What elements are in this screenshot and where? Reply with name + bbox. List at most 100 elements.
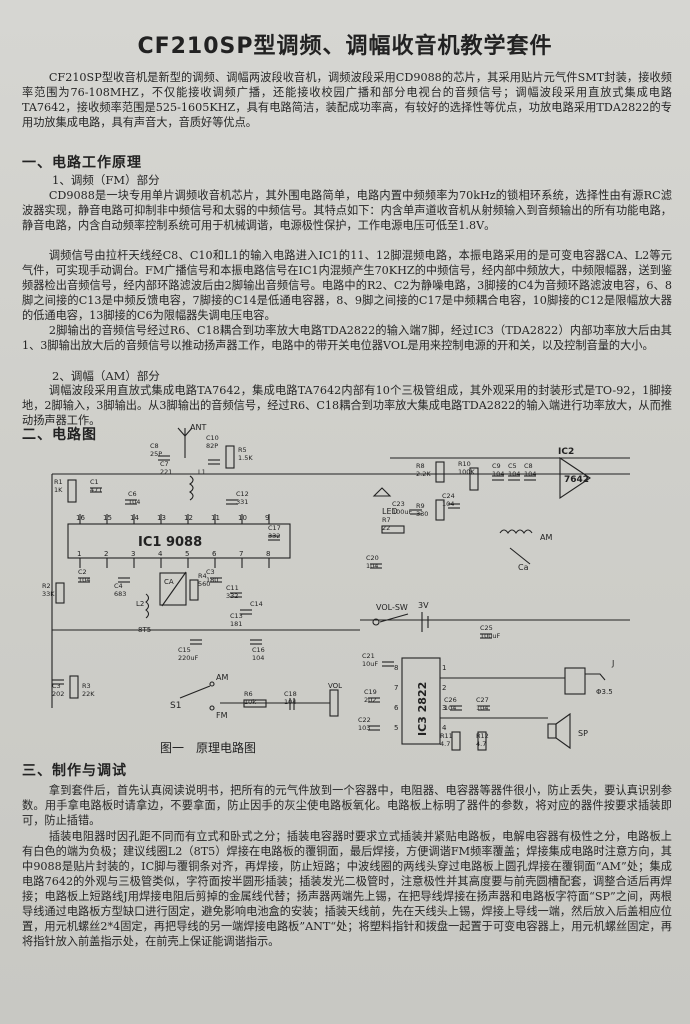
component-value: 471 [90, 486, 102, 494]
component-ref: C12 [236, 490, 249, 498]
fm-switch-label: FM [216, 711, 228, 720]
component-ref: C17 [268, 524, 281, 532]
ic1-pin-top: 16 [76, 514, 85, 522]
ic2-part: 7642 [564, 475, 589, 485]
component-value: 560 [198, 580, 210, 588]
component-ref: C18 [284, 690, 297, 698]
component-ref: R3 [82, 682, 91, 690]
component-ref: C9 [492, 462, 501, 470]
component-value: 33K [42, 590, 55, 598]
speaker-cone [555, 712, 571, 750]
vol-pot [329, 689, 339, 717]
ic3-pin-right: 3 [442, 704, 446, 712]
component-value: 330 [416, 510, 428, 518]
ic3-pin-left: 6 [394, 704, 399, 712]
component-ref: C20 [366, 554, 379, 562]
component-ref: R8 [416, 462, 425, 470]
component-ref: C11 [226, 584, 239, 592]
ic3-body [401, 657, 441, 745]
vol-sw-label: VOL-SW [376, 603, 408, 612]
am-paragraph: 调幅波段采用直放式集成电路TA7642，集成电路TA7642内部有10个三极管组… [22, 384, 672, 427]
r10-symbol [469, 467, 479, 491]
phone-jack [564, 667, 586, 695]
component-ref: C25 [480, 624, 493, 632]
fm-subheading: 1、调频（FM）部分 [52, 173, 160, 187]
phone-jack-label: J [611, 659, 614, 668]
ic3-pin-left: 7 [394, 684, 398, 692]
component-ref: R6 [244, 690, 253, 698]
component-ref: C3 [52, 682, 61, 690]
ic3-pin-right: 1 [442, 664, 446, 672]
r1-symbol [67, 479, 77, 503]
supply-label: 3V [418, 601, 429, 610]
component-ref: R5 [238, 446, 247, 454]
component-value: 221 [160, 468, 172, 476]
r12-symbol [477, 731, 487, 751]
fm-paragraph-3: 2脚输出的音频信号经过R6、C18耦合到功率放大电路TDA2822的输入端7脚，… [22, 324, 672, 352]
ic1-pin-bottom: 5 [185, 550, 189, 558]
component-ref: C7 [160, 460, 169, 468]
circuit-schematic: IC1 9088 IC2 7642 IC3 2822 ANT AM FM S1 … [42, 423, 630, 751]
ic1-pin-bottom: 2 [104, 550, 108, 558]
component-value: 2.2K [416, 470, 431, 478]
component-ref: C21 [362, 652, 375, 660]
fm-paragraph-1: CD9088是一块专用单片调频收音机芯片，其外围电路简单，电路内置中频频率为70… [22, 189, 672, 232]
component-value: 100K [458, 468, 475, 476]
component-value: 104 [524, 470, 536, 478]
component-ref: R10 [458, 460, 471, 468]
component-value: 10uF [362, 660, 378, 668]
component-value: 1K [54, 486, 63, 494]
am-switch-label: AM [216, 673, 228, 682]
component-ref: R4 [198, 572, 207, 580]
speaker-label: SP [578, 729, 588, 738]
component-value: 331 [236, 498, 248, 506]
ic1-pin-bottom: 3 [131, 550, 135, 558]
l2-label: L2 [136, 600, 144, 608]
component-ref: C16 [252, 646, 265, 654]
ic3-pin-left: 8 [394, 664, 398, 672]
ic2-label: IC2 [558, 447, 574, 457]
am-coil [499, 529, 533, 534]
ca-am-tuner [509, 547, 531, 565]
component-value: 104 [442, 500, 454, 508]
component-ref: R2 [42, 582, 51, 590]
component-ref: C1 [90, 478, 99, 486]
component-value: 104 [476, 704, 488, 712]
component-ref: R11 [440, 732, 453, 740]
r8-symbol [435, 461, 445, 483]
component-ref: C8 [150, 442, 159, 450]
component-ref: C23 [392, 500, 405, 508]
component-ref: C8 [524, 462, 533, 470]
ic3-label: IC3 2822 [416, 682, 429, 736]
r11-symbol [451, 731, 461, 751]
intro-paragraph: CF210SP型收音机是新型的调频、调幅两波段收音机，调频波段采用CD9088的… [22, 71, 672, 129]
vol-label: VOL [328, 682, 342, 690]
component-value: 104 [252, 654, 264, 662]
assembly-paragraph-1: 拿到套件后，首先认真阅读说明书，把所有的元气件放到一个容器中，电阻器、电容器等器… [22, 784, 672, 827]
component-value: 104 [492, 470, 504, 478]
section-2-heading: 二、电路图 [22, 427, 97, 443]
figure-caption: 图一 原理电路图 [160, 741, 257, 755]
component-ref: R1 [54, 478, 63, 486]
ic2-body [559, 456, 591, 500]
r7-symbol [381, 525, 405, 534]
component-ref: C27 [476, 696, 489, 704]
component-ref: C13 [230, 612, 243, 620]
ic1-bottom-pins [79, 558, 270, 568]
component-ref: C24 [442, 492, 455, 500]
l1-coil [189, 475, 194, 501]
component-ref: C4 [114, 582, 123, 590]
assembly-paragraph-2: 插装电阻器时因孔距不同而有立式和卧式之分；插装电容器时要求立式插装并紧贴电路板，… [22, 830, 672, 948]
ic1-pin-bottom: 4 [158, 550, 163, 558]
component-value: 220uF [178, 654, 199, 662]
page-title: CF210SP型调频、调幅收音机教学套件 [137, 34, 553, 59]
ic1-pin-bottom: 1 [77, 550, 81, 558]
r2-symbol [55, 582, 65, 604]
ic1-pin-top: 14 [130, 514, 139, 522]
led-symbol [372, 487, 392, 497]
s1-label: S1 [170, 701, 181, 711]
component-value: 104 [366, 562, 378, 570]
ic1-top-pins [79, 514, 270, 524]
